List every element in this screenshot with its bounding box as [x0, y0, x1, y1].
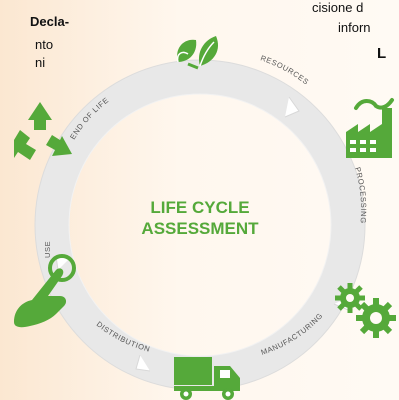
- separator-arrow: [284, 96, 300, 118]
- text-fragment-ni: ni: [35, 55, 46, 70]
- stage-label-use: USE: [43, 241, 52, 258]
- recycle-icon: [14, 102, 72, 160]
- hand-pointer-icon: [14, 254, 76, 328]
- truck-icon: [174, 357, 240, 400]
- gears-icon: [335, 283, 396, 338]
- text-fragment-declaration: Decla-: [30, 14, 70, 29]
- factory-icon: [346, 98, 394, 158]
- text-fragment-nto: nto: [35, 37, 54, 52]
- center-title-line1: LIFE CYCLE: [150, 198, 249, 217]
- leaves-icon: [176, 36, 219, 70]
- separator-arrow: [135, 354, 151, 372]
- text-fragment-inform: inforn: [338, 20, 371, 35]
- cycle-ring-inner-edge: [68, 93, 332, 357]
- center-title-line2: ASSESSMENT: [141, 219, 259, 238]
- text-fragment-decisione: cisione d: [312, 0, 364, 15]
- text-fragment-l: L: [377, 45, 387, 62]
